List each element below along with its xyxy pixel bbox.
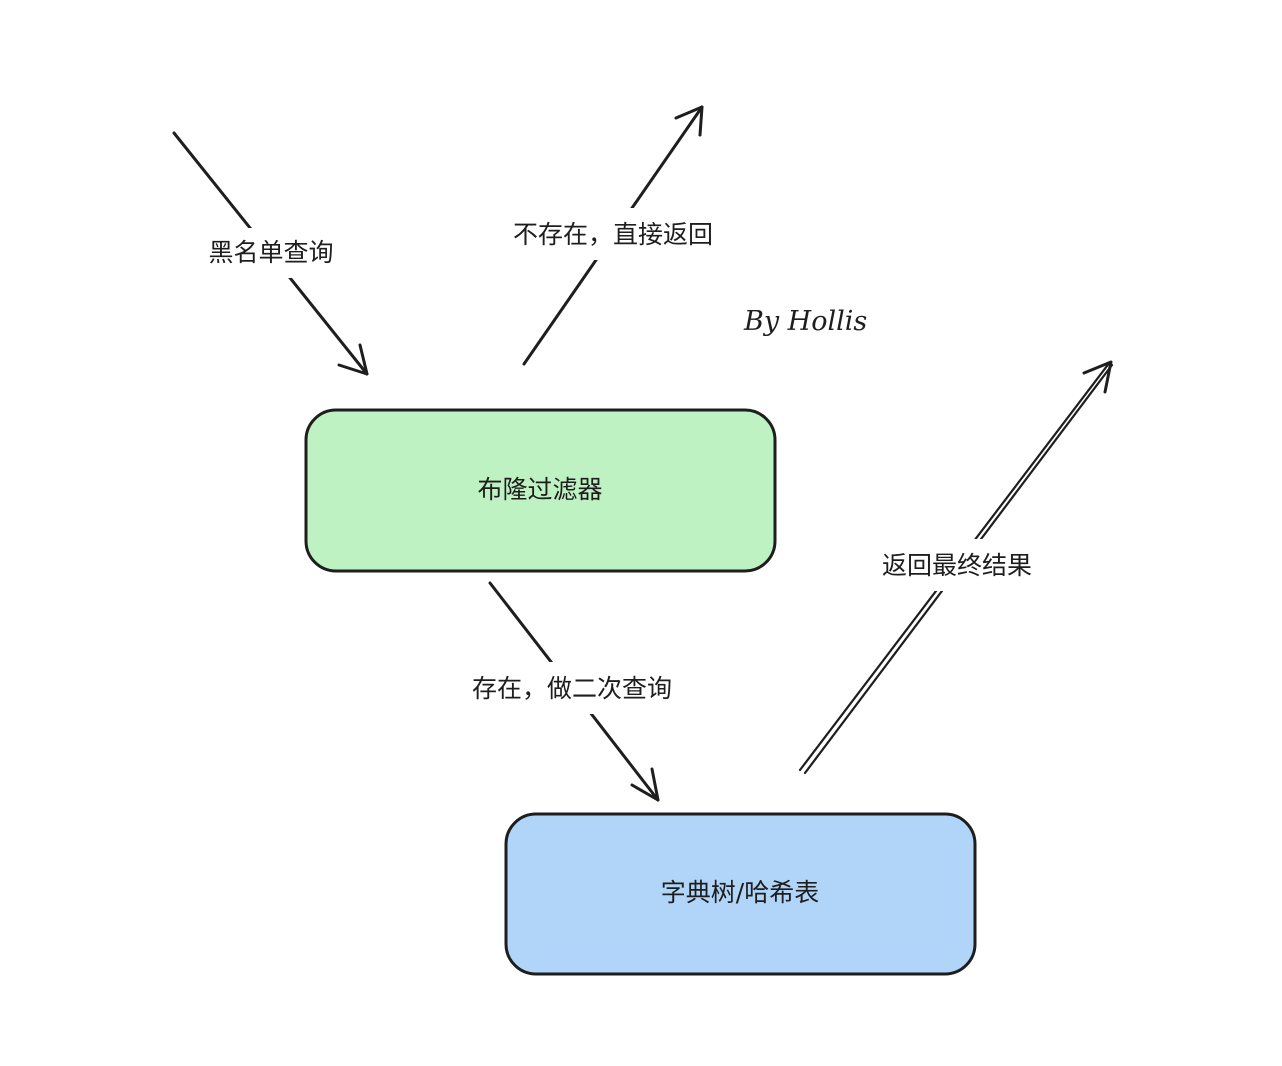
- node-bloom-filter-label: 布隆过滤器: [477, 475, 602, 504]
- edge-exist-second-query-label: 存在，做二次查询: [472, 674, 672, 703]
- edge-blacklist-query: 黑名单查询: [172, 131, 369, 376]
- node-bloom-filter-box: [304, 408, 777, 573]
- edge-not-exist-return-arrowhead: [674, 105, 704, 137]
- node-trie-hash-box: [504, 812, 977, 976]
- edge-return-final: 返回最终结果: [798, 360, 1114, 775]
- edge-blacklist-query-label: 黑名单查询: [208, 238, 333, 267]
- edge-return-final-arrowhead: [1082, 360, 1113, 394]
- node-bloom-filter: 布隆过滤器: [304, 408, 777, 573]
- edge-not-exist-return-label-bg: [497, 208, 729, 260]
- edge-exist-second-query-label-bg: [456, 662, 688, 714]
- edge-blacklist-query-arrowhead: [337, 343, 369, 376]
- edge-return-final-label: 返回最终结果: [882, 551, 1032, 580]
- edge-not-exist-return-label: 不存在，直接返回: [513, 220, 713, 249]
- node-trie-hash: 字典树/哈希表: [504, 812, 977, 976]
- edge-not-exist-return: 不存在，直接返回: [497, 105, 729, 366]
- edge-exist-second-query-arrowhead: [630, 767, 660, 802]
- edge-blacklist-query-label-bg: [198, 228, 344, 278]
- edge-return-final-label-bg: [868, 539, 1046, 591]
- edge-exist-second-query: 存在，做二次查询: [456, 581, 688, 802]
- node-trie-hash-label: 字典树/哈希表: [661, 878, 819, 907]
- signature-text: By Hollis: [743, 306, 867, 337]
